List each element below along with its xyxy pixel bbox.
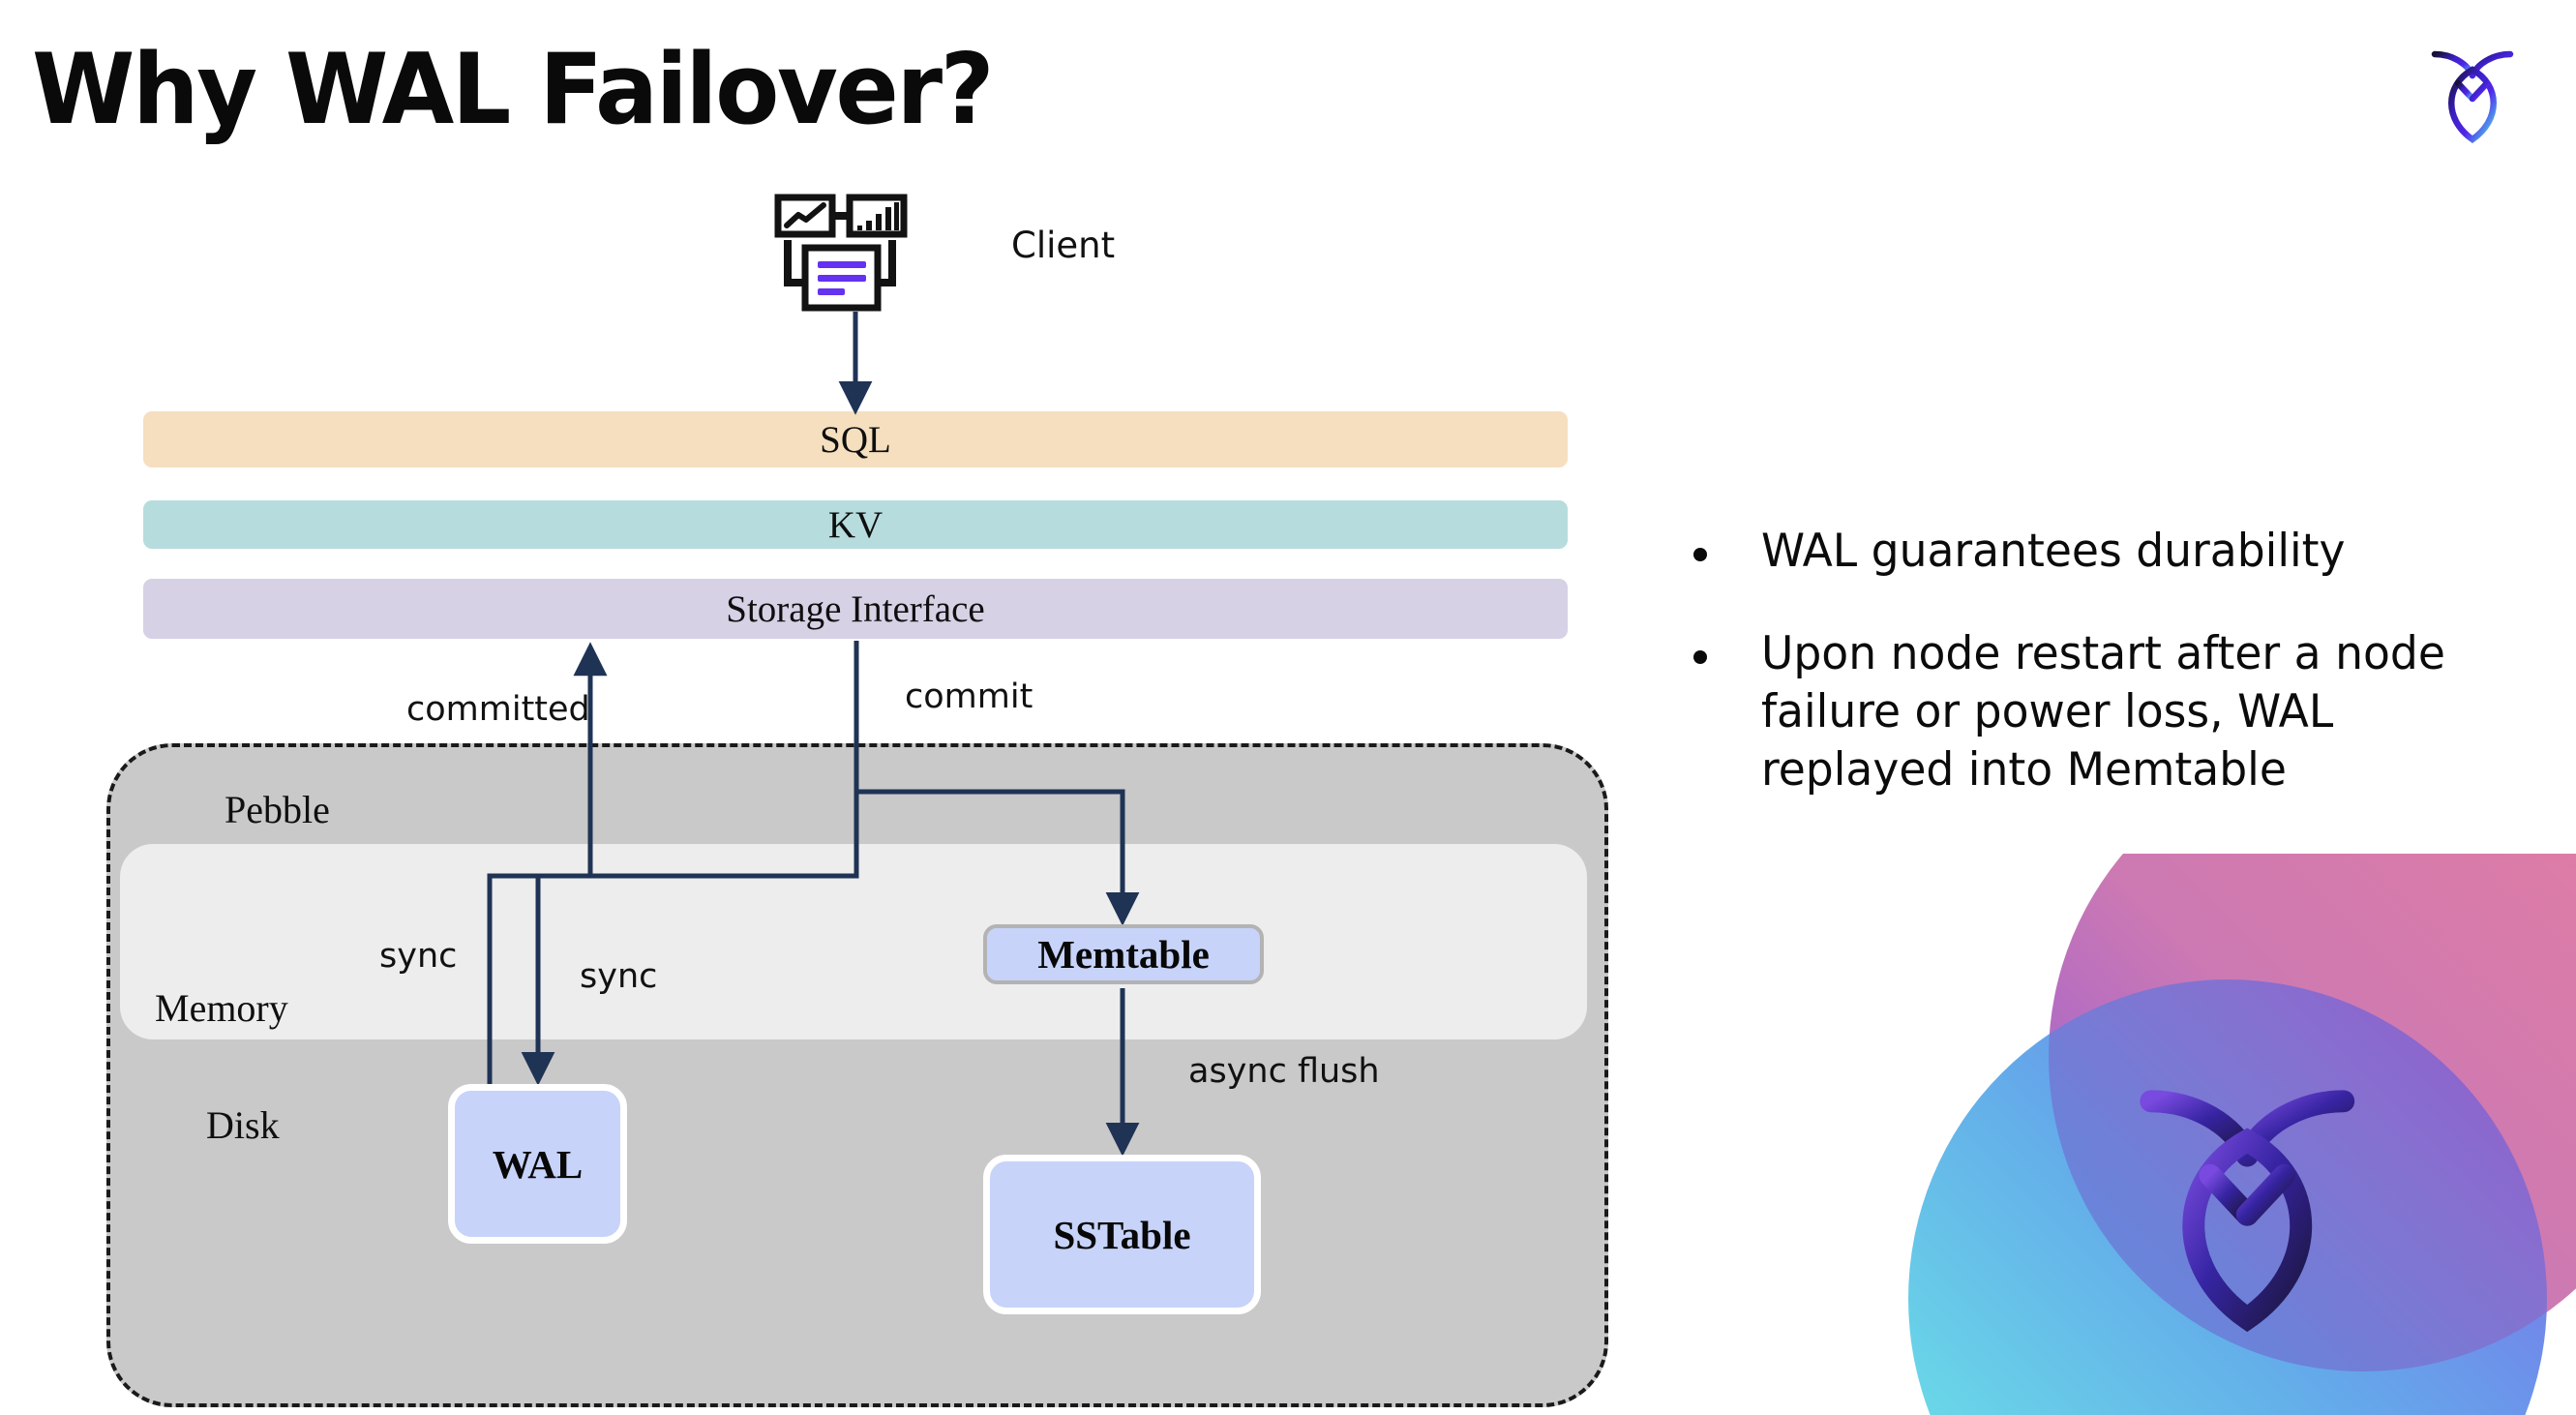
- layer-bar-sql: SQL: [143, 411, 1568, 467]
- edge-label-sync-left: sync: [379, 937, 458, 976]
- node-label-wal: WAL: [492, 1141, 584, 1187]
- cockroach-labs-logo-icon: [2419, 39, 2526, 155]
- page-title: Why WAL Failover?: [32, 32, 995, 146]
- bullet-text: Upon node restart after a node failure o…: [1761, 627, 2445, 798]
- decorative-graphic: [1821, 854, 2576, 1415]
- edge-label-committed: committed: [406, 690, 590, 729]
- layer-label-storage-interface: Storage Interface: [726, 587, 985, 630]
- layer-bar-kv: KV: [143, 500, 1568, 549]
- bullet-dot-icon: [1693, 548, 1707, 561]
- edge-label-commit: commit: [905, 677, 1033, 716]
- layer-bar-storage-interface: Storage Interface: [143, 579, 1568, 639]
- client-label: Client: [1011, 225, 1116, 266]
- list-item: Upon node restart after a node failure o…: [1693, 625, 2545, 799]
- layer-label-sql: SQL: [820, 418, 891, 461]
- bullet-list: WAL guarantees durability Upon node rest…: [1693, 523, 2545, 845]
- memory-region: [120, 844, 1587, 1039]
- layer-label-kv: KV: [827, 503, 884, 546]
- node-memtable: Memtable: [983, 924, 1264, 984]
- memory-label: Memory: [155, 986, 288, 1030]
- edge-label-async-flush: async flush: [1188, 1052, 1380, 1091]
- node-label-memtable: Memtable: [1037, 932, 1210, 977]
- bullet-dot-icon: [1693, 650, 1707, 665]
- node-label-sstable: SSTable: [1053, 1212, 1191, 1257]
- node-wal: WAL: [448, 1084, 627, 1244]
- pebble-container: [106, 743, 1608, 1407]
- pebble-label: Pebble: [225, 788, 330, 831]
- edge-label-sync-right: sync: [580, 957, 658, 996]
- node-sstable: SSTable: [983, 1155, 1261, 1314]
- bullet-text: WAL guarantees durability: [1761, 525, 2346, 578]
- list-item: WAL guarantees durability: [1693, 523, 2545, 581]
- client-workstation-icon: [774, 194, 934, 324]
- disk-label: Disk: [206, 1103, 280, 1147]
